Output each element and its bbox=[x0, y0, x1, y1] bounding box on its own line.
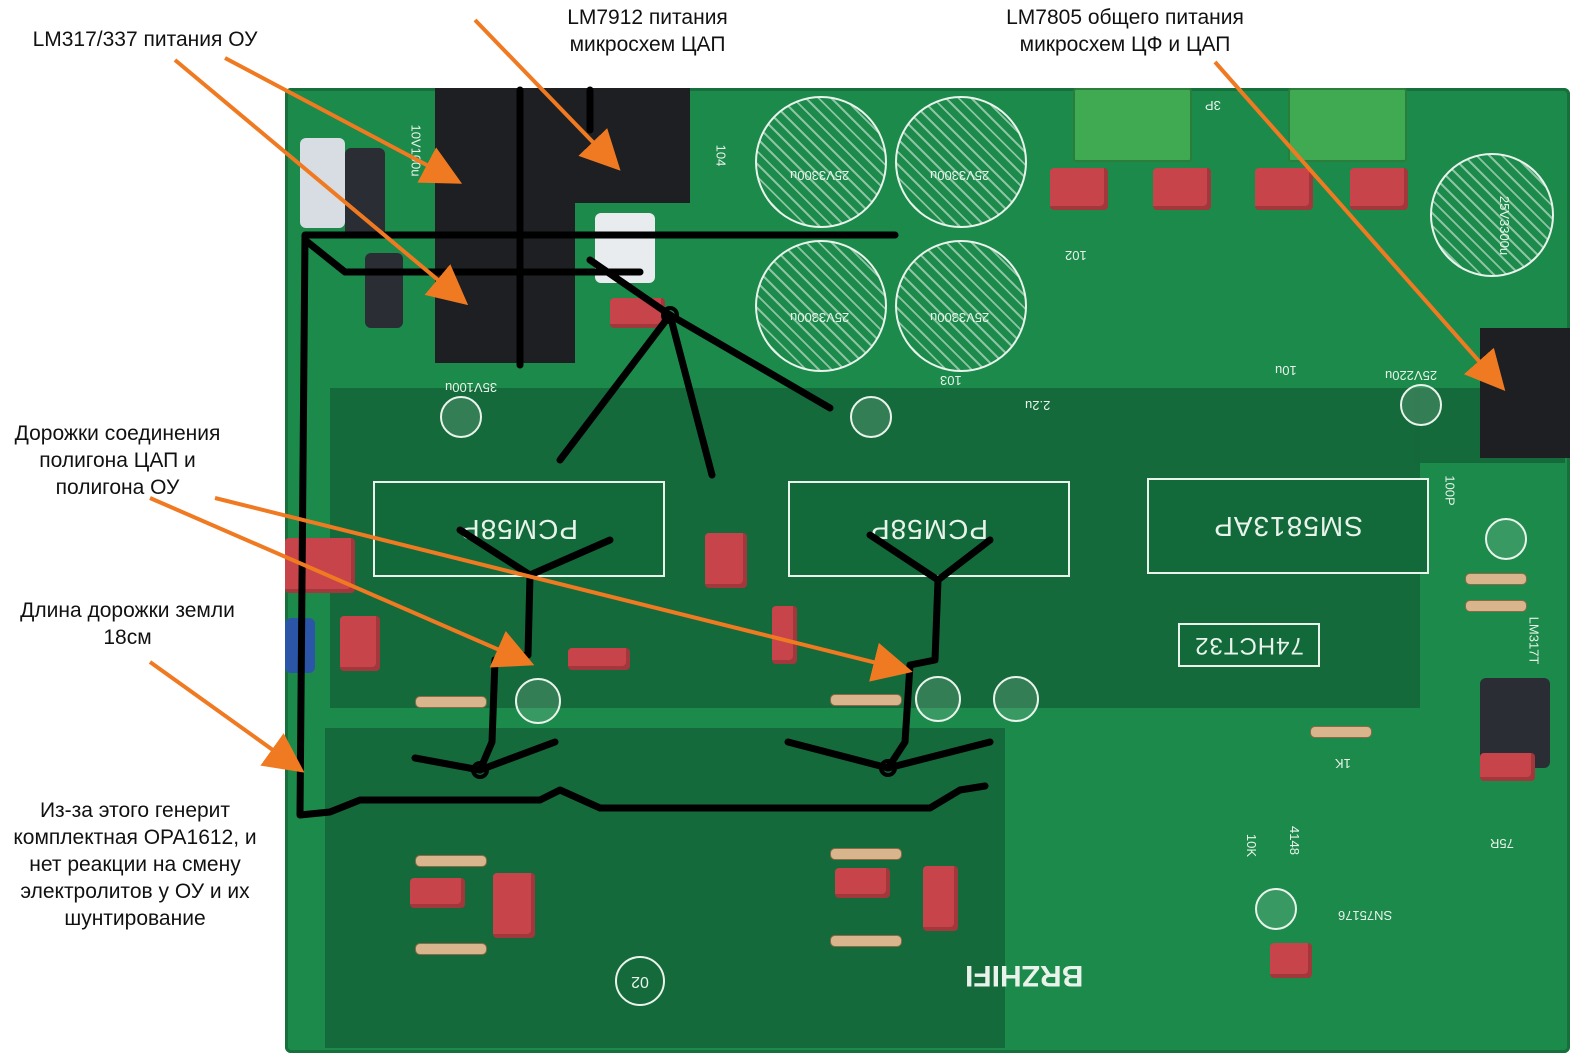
label-1k: 1K bbox=[1335, 756, 1351, 771]
capacitor-footprint bbox=[895, 96, 1027, 228]
film-capacitor bbox=[340, 616, 380, 671]
film-capacitor bbox=[772, 606, 797, 664]
film-capacitor bbox=[1270, 943, 1312, 978]
resistor bbox=[415, 855, 487, 867]
annotation-ground-length: Длина дорожки земли 18см bbox=[20, 599, 235, 649]
film-capacitor bbox=[1255, 168, 1313, 210]
pcm58p-left-chip: PCM58P bbox=[373, 481, 665, 577]
pcb-board: 25V3300u 25V3300u 25V3300u 25V3300u 25V3… bbox=[285, 88, 1570, 1053]
label-102: 102 bbox=[1065, 248, 1087, 263]
capacitor-footprint bbox=[1485, 518, 1527, 560]
cap-label: 25V3300u bbox=[790, 310, 850, 325]
label-25v220u: 25V220u bbox=[1385, 368, 1438, 383]
electrolytic-capacitor bbox=[300, 138, 345, 228]
capacitor-footprint bbox=[1255, 888, 1297, 930]
label-2u2: 2.2u bbox=[1025, 398, 1051, 413]
resistor bbox=[1310, 726, 1372, 738]
electrolytic-capacitor bbox=[285, 618, 315, 673]
label-lm317t: LM317T bbox=[1526, 616, 1542, 665]
capacitor-footprint bbox=[895, 240, 1027, 372]
annotation-op-amp-supply: LM317/337 питания ОУ bbox=[32, 28, 258, 51]
cap-label: 25V3300u bbox=[930, 310, 990, 325]
capacitor-footprint bbox=[755, 240, 887, 372]
capacitor-footprint bbox=[1430, 153, 1554, 277]
capacitor-footprint bbox=[993, 676, 1039, 722]
annotation-common-supply: LM7805 общего питания микросхем ЦФ и ЦАП bbox=[1006, 6, 1244, 56]
capacitor-footprint bbox=[915, 676, 961, 722]
terminal-block bbox=[1288, 88, 1407, 162]
film-capacitor bbox=[835, 868, 890, 898]
film-capacitor bbox=[1153, 168, 1211, 210]
film-capacitor bbox=[705, 533, 747, 588]
film-capacitor bbox=[923, 866, 958, 931]
capacitor-footprint bbox=[440, 396, 482, 438]
film-capacitor bbox=[410, 878, 465, 908]
resistor bbox=[830, 935, 902, 947]
annotation-dac-supply: LM7912 питания микросхем ЦАП bbox=[567, 6, 728, 56]
cap-label: 25V3300u bbox=[930, 168, 990, 183]
label-35v100u: 35V100u bbox=[445, 380, 498, 395]
resistor bbox=[830, 694, 902, 706]
capacitor-footprint bbox=[1400, 384, 1442, 426]
brand-label: BRZHIFI bbox=[965, 959, 1084, 992]
cap-label: 25V3300u bbox=[790, 168, 850, 183]
capacitor-footprint bbox=[755, 96, 887, 228]
pcm58p-right-chip: PCM58P bbox=[788, 481, 1070, 577]
label-10k: 10K bbox=[1244, 833, 1260, 858]
film-capacitor bbox=[1350, 168, 1408, 210]
film-capacitor bbox=[610, 298, 665, 328]
annotation-polygon-traces: Дорожки соединения полигона ЦАП и полиго… bbox=[14, 422, 221, 499]
cap-label: 25V3300u bbox=[1497, 195, 1513, 256]
label-104: 104 bbox=[713, 144, 729, 167]
capacitor-footprint bbox=[850, 396, 892, 438]
label-sn75176: SN75176 bbox=[1338, 908, 1393, 923]
electrolytic-capacitor bbox=[345, 148, 385, 238]
resistor bbox=[1465, 573, 1527, 585]
resistor bbox=[415, 696, 487, 708]
label-10u: 10u bbox=[1275, 363, 1297, 378]
film-capacitor bbox=[493, 873, 535, 938]
heatsink bbox=[1480, 328, 1570, 458]
film-capacitor bbox=[285, 538, 355, 593]
electrolytic-capacitor bbox=[595, 213, 655, 283]
terminal-label: 3P bbox=[1205, 98, 1221, 113]
label-4148: 4148 bbox=[1286, 826, 1302, 855]
terminal-block bbox=[1073, 88, 1192, 162]
label-103: 103 bbox=[940, 373, 962, 388]
label-100p: 100P bbox=[1442, 475, 1458, 506]
annotation-oscillation-note: Из-за этого генерит комплектная OPA1612,… bbox=[13, 799, 257, 930]
resistor bbox=[415, 943, 487, 955]
film-capacitor bbox=[1050, 168, 1108, 210]
resistor bbox=[830, 848, 902, 860]
74hct32-chip: 74HCT32 bbox=[1178, 623, 1320, 667]
electrolytic-capacitor bbox=[365, 253, 403, 328]
sm5813ap-chip: SM5813AP bbox=[1147, 478, 1429, 574]
heatsink bbox=[540, 88, 690, 203]
film-capacitor bbox=[1480, 753, 1535, 781]
capacitor-footprint bbox=[515, 678, 561, 724]
resistor bbox=[1465, 600, 1527, 612]
inspection-mark: 02 bbox=[615, 956, 665, 1006]
label-10v100u: 10V100u bbox=[408, 124, 424, 177]
film-capacitor bbox=[568, 648, 630, 670]
label-75r: 75R bbox=[1490, 836, 1514, 851]
